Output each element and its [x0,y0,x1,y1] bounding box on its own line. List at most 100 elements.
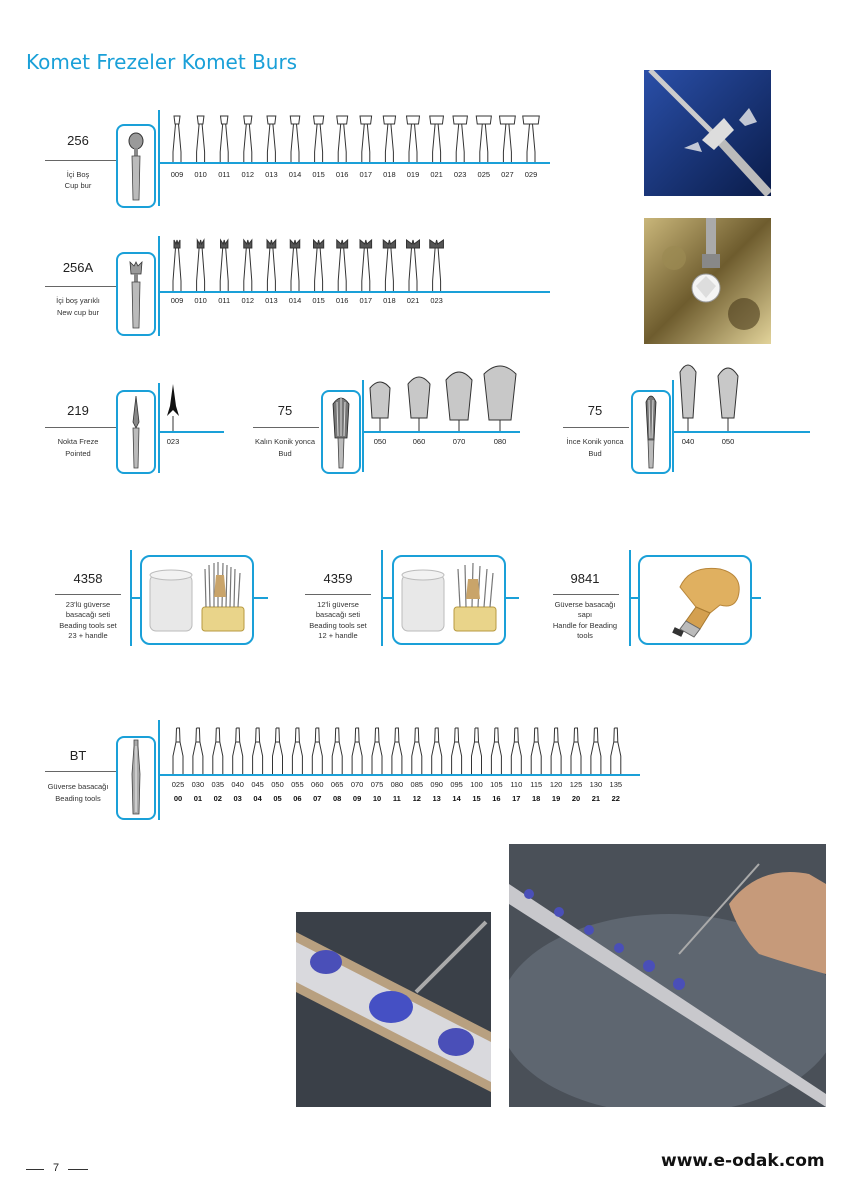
size-label: 011 [218,296,231,305]
beading-tool-outline [471,727,482,774]
photo-gold-setting [644,218,771,344]
bur-head-outline [336,238,349,249]
bur-head-outline [219,115,229,125]
bur-shank-outline [455,123,465,162]
page-title: Komet Frezeler Komet Burs [26,50,298,74]
size-label: 080 [493,437,507,446]
size-label: 050 [373,437,387,446]
bur-shank-outline [408,123,418,162]
bur-image-box [116,124,156,208]
product-desc-en: Bud [588,449,602,458]
size-label: 029 [524,170,538,179]
photo-beading-closeup [296,912,491,1107]
product-desc-en: Cup bur [64,181,92,190]
product-desc: Beading tools set [59,621,117,630]
product-code: 219 [67,403,89,418]
product-desc: Beading tools set [309,621,367,630]
size-number: 20 [571,794,581,803]
beading-tool-outlines [172,727,622,774]
size-label: 040 [231,780,244,789]
size-label: 060 [412,437,426,446]
bud-bur-thin-icon [645,395,657,469]
beading-tool-outline [590,727,602,774]
cup-bur-icon [128,132,144,201]
bur-shank-outline [408,247,418,291]
bur-head-outline [312,115,325,125]
size-label: 017 [359,170,373,179]
size-label: 015 [312,296,325,305]
beading-tool-outline [411,727,423,774]
bud-bur-thin-outlines [679,364,739,431]
size-number: 00 [173,794,183,803]
size-label: 055 [291,780,304,789]
bur-shank-outline [314,247,324,291]
beading-tool-outline [530,727,542,774]
bur-image-box [116,252,156,336]
size-label: 125 [569,780,583,789]
beading-tool-outline [331,727,343,774]
bur-shank-outline [290,247,300,291]
bur-head-outline [196,238,205,249]
size-label: 018 [383,170,396,179]
wooden-handle-icon [672,567,740,638]
product-desc-tr: İçi Boş [66,170,90,179]
size-number: 07 [313,794,322,803]
bur-shank-outline [384,247,394,291]
tool-set-23-icon [149,562,245,632]
size-label: 010 [194,296,207,305]
bur-shank-outline [243,247,253,291]
size-label: 070 [452,437,466,446]
size-label: 050 [721,437,735,446]
beading-tool-outline [351,727,363,774]
handle-image [638,555,752,645]
size-label: 012 [241,170,255,179]
size-label: 010 [194,170,207,179]
size-label: 075 [370,780,384,789]
size-label: 100 [470,780,483,789]
beading-tool-outline [391,727,403,774]
size-label: 030 [191,780,205,789]
size-number: 09 [352,794,362,803]
beading-tool-outline [192,727,204,774]
size-number: 05 [273,794,282,803]
bur-shank-outline [384,123,394,162]
new-cup-bur-outlines [172,238,444,291]
size-label: 021 [430,170,443,179]
bur-head-outline [289,115,301,125]
website-link[interactable]: www.e-odak.com [661,1151,825,1171]
bud-bur-icon [332,397,350,469]
bur-head-outline [313,238,325,249]
bur-head-outline [405,115,421,125]
product-code: 75 [587,403,603,418]
size-label: 014 [288,170,302,179]
bur-shank-outline [172,123,182,162]
bur-head-outline [429,239,444,249]
size-number: 18 [532,794,541,803]
bur-shank-outline [314,123,324,162]
size-number: 11 [392,794,401,803]
tool-set-image [140,555,254,645]
size-number: 22 [611,794,620,803]
bur-size-drawings [165,112,555,162]
size-label: 070 [350,780,364,789]
bur-shank-outline [526,123,536,162]
size-label: 015 [312,170,325,179]
bud-bur-outlines [369,365,517,431]
size-label: 035 [211,780,225,789]
product-desc-tr: Kalın Konik yonca [254,437,316,446]
size-label: 014 [288,296,302,305]
size-label: 105 [490,780,503,789]
size-number: 06 [293,794,302,803]
size-number: 21 [591,794,601,803]
size-label: 130 [589,780,603,789]
size-label: 011 [218,170,231,179]
bur-head-outline [475,115,492,125]
beading-tool-outline [311,727,323,774]
bur-shank-outline [219,247,229,291]
photo-cup-bur [644,70,771,196]
photo-hand-setting [509,844,826,1107]
product-desc-en: New cup bur [56,308,100,317]
size-label: 045 [251,780,264,789]
bur-head-outline [382,238,397,249]
size-label: 135 [609,780,623,789]
